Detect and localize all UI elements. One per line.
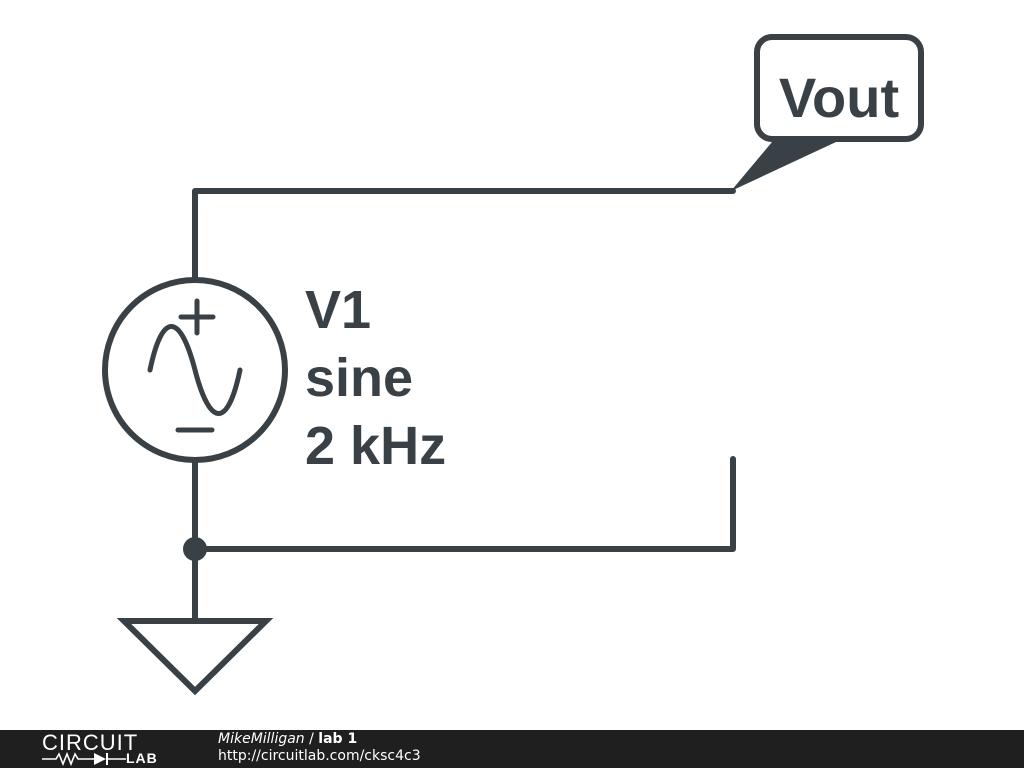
ground-symbol (116, 618, 274, 696)
author-link[interactable]: MikeMilligan (218, 731, 305, 747)
circuit-schematic: V1 sine 2 kHz Vout (102, 34, 924, 696)
net-label-box (754, 34, 924, 142)
plus-sign (178, 298, 216, 336)
voltage-source-v1[interactable] (102, 277, 288, 463)
wire-bottom (192, 456, 736, 552)
net-label-text: Vout (779, 66, 899, 129)
wire-top (192, 188, 736, 282)
project-link[interactable]: lab 1 (318, 731, 358, 747)
source-frequency: 2 kHz (305, 416, 446, 476)
source-type: sine (305, 348, 413, 408)
net-label-vout[interactable]: Vout (731, 34, 924, 191)
logo-word-lab: LAB (126, 750, 158, 766)
sine-wave-icon (147, 324, 243, 416)
footer-bar: CIRCUIT LAB MikeMilligan / lab 1 http://… (0, 730, 1024, 768)
junction-dot (183, 537, 207, 561)
credit-separator: / (304, 731, 319, 747)
circuitlab-logo[interactable]: CIRCUIT LAB (42, 732, 174, 766)
credit-title-line: MikeMilligan / lab 1 (218, 731, 421, 748)
resistor-diode-icon (42, 752, 126, 766)
logo-word-circuit: CIRCUIT (42, 730, 139, 755)
source-name: V1 (305, 280, 371, 340)
project-url[interactable]: http://circuitlab.com/cksc4c3 (218, 748, 421, 764)
net-label-pointer (731, 142, 836, 191)
credit-block: MikeMilligan / lab 1 http://circuitlab.c… (218, 731, 421, 765)
